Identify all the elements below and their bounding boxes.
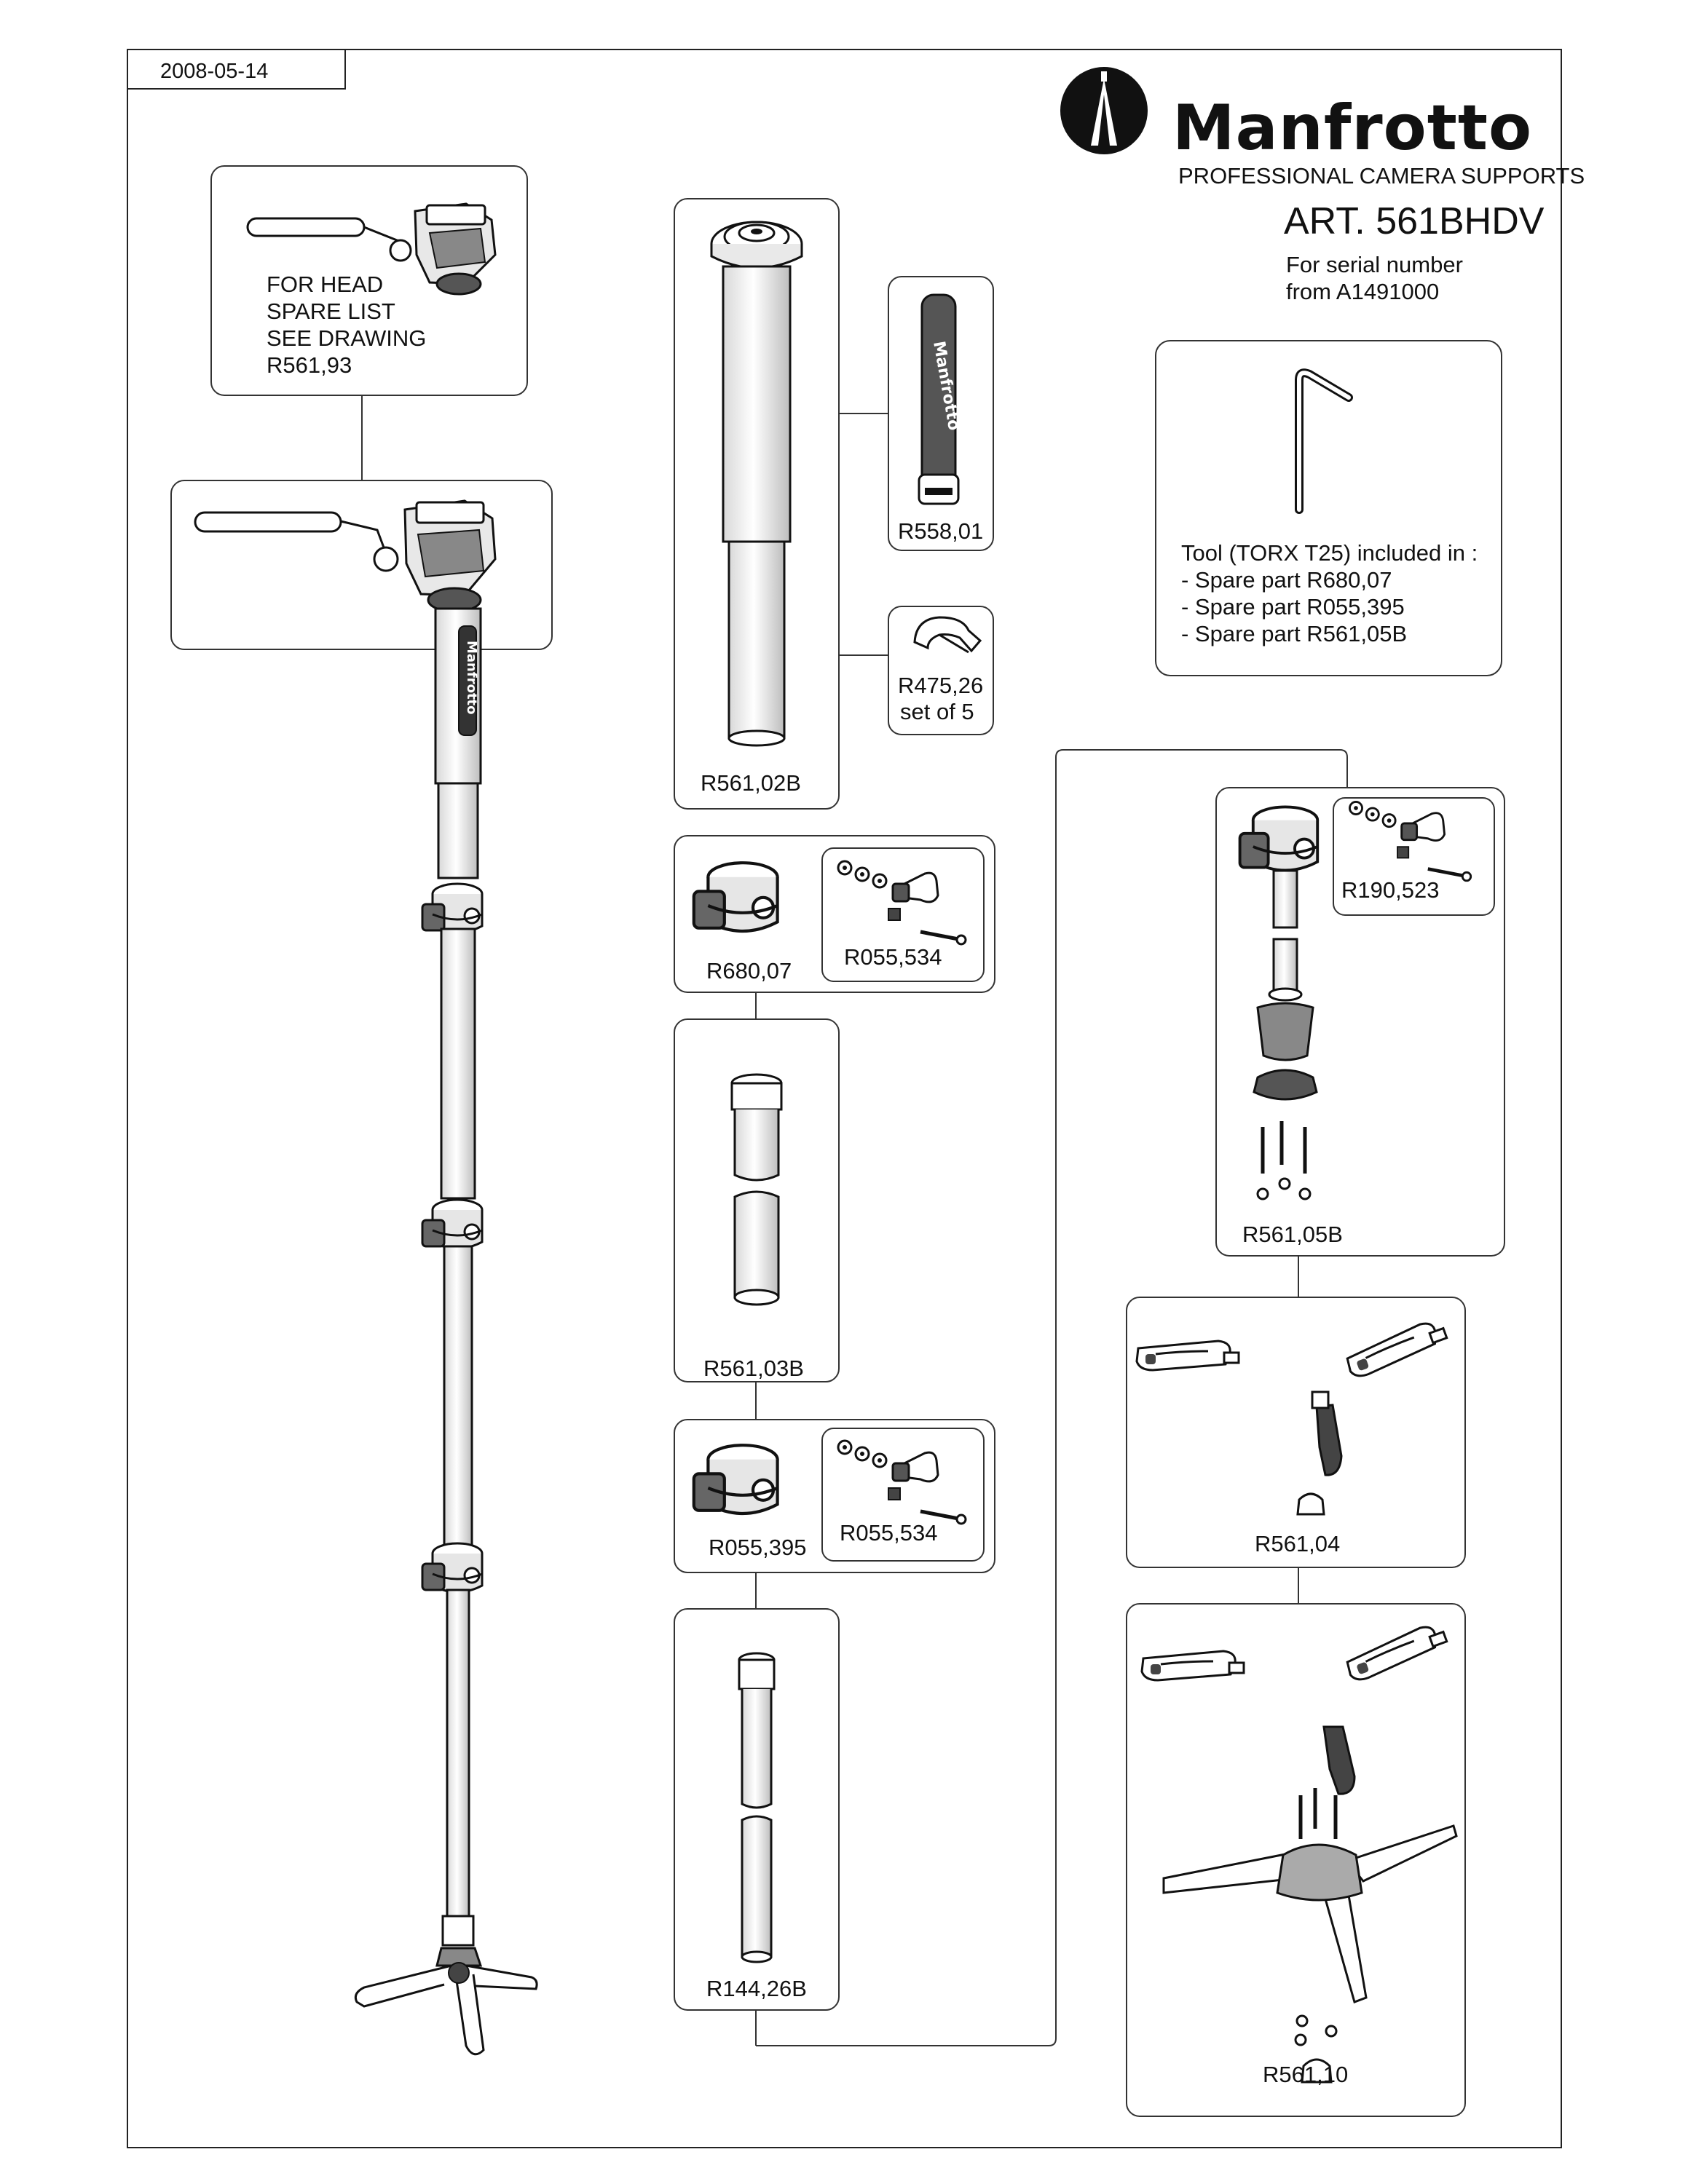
clamp-icon <box>694 863 778 931</box>
panel-r561-02b <box>674 198 840 810</box>
panel-r475-26 <box>888 606 994 735</box>
strap-logo-text: Manfrotto <box>464 641 479 715</box>
label-r680-07: R680,07 <box>706 958 792 984</box>
label-r561-02b: R561,02B <box>701 770 801 796</box>
panel-r055-534-a <box>821 847 985 982</box>
base-icon <box>1140 1620 1458 2084</box>
article-number: ART. 561BHDV <box>1284 200 1545 242</box>
strap-icon: Manfrotto <box>918 293 963 505</box>
panel-assembled-head <box>170 480 553 650</box>
label-r144-26b: R144,26B <box>706 1976 807 2001</box>
panel-r561-04 <box>1126 1297 1466 1568</box>
screw-set-icon <box>838 861 966 944</box>
label-r055-534-a: R055,534 <box>844 944 942 970</box>
label-r561-03b: R561,03B <box>703 1356 804 1381</box>
label-r561-10: R561,10 <box>1263 2062 1349 2087</box>
panel-tool-note <box>1155 340 1502 676</box>
panel-r561-10 <box>1126 1603 1466 2117</box>
panel-r055-534-b <box>821 1428 985 1562</box>
label-r558-01: R558,01 <box>898 518 984 544</box>
brand-tagline: PROFESSIONAL CAMERA SUPPORTS <box>1178 163 1585 189</box>
label-r475-26: R475,26 <box>898 673 984 698</box>
label-r561-05b: R561,05B <box>1242 1222 1343 1247</box>
monopod-icon: Manfrotto <box>194 499 538 2056</box>
label-r055-395: R055,395 <box>709 1535 807 1560</box>
clamp-icon-2 <box>694 1445 778 1514</box>
connector-lines <box>361 395 1348 2046</box>
label-r055-534-b: R055,534 <box>840 1520 938 1546</box>
panel-r680-07 <box>674 835 995 993</box>
leg-tube-icon <box>730 1073 783 1306</box>
screw-set-icon-2 <box>838 1441 966 1524</box>
panel-r190-523 <box>1333 797 1495 916</box>
head-note: FOR HEAD SPARE LIST SEE DRAWING R561,93 <box>267 272 427 378</box>
brand-name: Manfrotto <box>1172 92 1533 165</box>
manfrotto-logo-icon <box>1060 67 1148 154</box>
serial-note: For serial number from A1491000 <box>1286 252 1463 304</box>
panel-r055-395 <box>674 1419 995 1573</box>
foot-legs-icon <box>1135 1316 1451 1516</box>
tool-note: Tool (TORX T25) included in : - Spare pa… <box>1181 540 1478 646</box>
page-border <box>127 49 1562 2148</box>
panel-r561-03b <box>674 1018 840 1382</box>
video-head-icon <box>246 202 497 296</box>
panel-r558-01 <box>888 276 994 551</box>
foot-assembly-icon <box>1238 805 1320 1200</box>
clip-icon <box>913 616 982 654</box>
screw-set-icon-3 <box>1349 802 1470 880</box>
date-label: 2008-05-14 <box>160 60 269 83</box>
torx-key-icon <box>1295 368 1353 514</box>
label-r190-523: R190,523 <box>1341 877 1440 903</box>
panel-r144-26b <box>674 1608 840 2011</box>
lower-tube-icon <box>738 1652 776 1963</box>
label-r561-04: R561,04 <box>1255 1531 1341 1556</box>
label-r475-26-sub: set of 5 <box>900 699 974 724</box>
date-box <box>127 50 346 90</box>
panel-r561-05b <box>1215 787 1505 1257</box>
upper-section-icon <box>710 221 803 747</box>
panel-head-note <box>210 165 528 396</box>
